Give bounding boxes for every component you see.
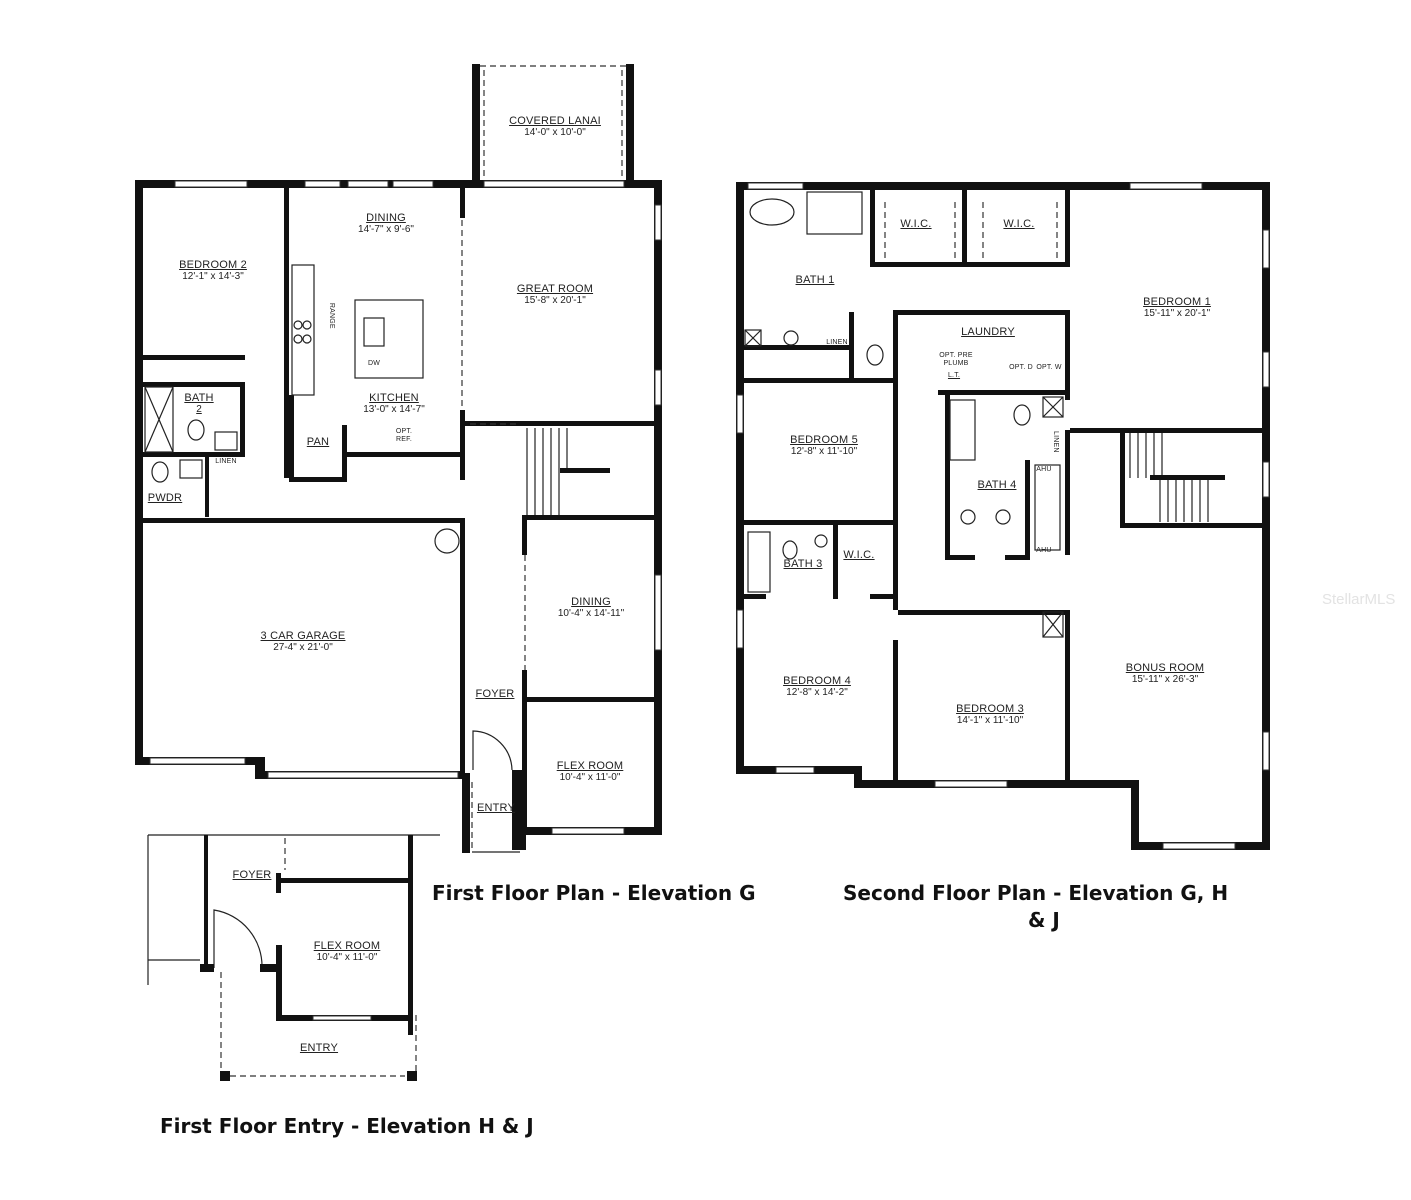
stairs-icon bbox=[1129, 433, 1225, 522]
room-label-bedroom-3: BEDROOM 3 14'-1" x 11'-10" bbox=[956, 703, 1024, 727]
room-label-bath-4: BATH 4 bbox=[977, 479, 1017, 491]
opt-pre-plumb-label: OPT. PRE PLUMB bbox=[939, 352, 973, 367]
toilet-icon bbox=[782, 540, 798, 560]
room-label-great-room: GREAT ROOM 15'-8" x 20'-1" bbox=[516, 283, 594, 307]
watermark: StellarMLS bbox=[1322, 591, 1396, 608]
counter bbox=[291, 264, 315, 396]
room-label-bath-1: BATH 1 bbox=[795, 274, 835, 286]
room-label-garage: 3 CAR GARAGE 27-4" x 21'-0" bbox=[260, 630, 346, 654]
sink-icon bbox=[814, 534, 828, 548]
room-label-covered-lanai: COVERED LANAI 14'-0" x 10'-0" bbox=[509, 115, 601, 139]
entry-alt-title: First Floor Entry - Elevation H & J bbox=[160, 1114, 534, 1138]
first-floor-plan bbox=[135, 64, 662, 853]
room-label-wic-3: W.I.C. bbox=[843, 549, 875, 561]
kitchen-island bbox=[354, 299, 424, 379]
linen-label: LINEN bbox=[826, 339, 848, 346]
room-label-wic-1: W.I.C. bbox=[900, 218, 932, 230]
front-door-icon bbox=[213, 909, 263, 969]
linen-label-2: LINEN bbox=[1051, 431, 1059, 453]
room-label-bonus-room: BONUS ROOM 15'-11" x 26'-3" bbox=[1125, 662, 1205, 686]
bathtub-icon bbox=[747, 531, 771, 593]
room-label-flex-room: FLEX ROOM 10'-4" x 11'-0" bbox=[556, 760, 624, 784]
room-label-pantry: PAN bbox=[306, 436, 330, 448]
entry-alt-plan bbox=[147, 834, 440, 1081]
sink-icon bbox=[214, 431, 238, 451]
sink-icon bbox=[363, 317, 385, 347]
water-heater-icon bbox=[434, 528, 460, 554]
ahu-unit bbox=[1034, 464, 1061, 551]
shower-icon bbox=[806, 191, 863, 235]
sink-icon bbox=[995, 509, 1011, 525]
room-label-entry-alt: ENTRY bbox=[299, 1042, 339, 1054]
linen-label: LINEN bbox=[215, 458, 237, 465]
ahu-label-2: AHU bbox=[1036, 547, 1052, 554]
laundry-tub-label: L.T. bbox=[947, 372, 961, 379]
sink-icon bbox=[179, 459, 203, 479]
room-label-dining: DINING 14'-7" x 9'-6" bbox=[358, 212, 414, 236]
second-floor-title-cont: & J bbox=[1028, 908, 1060, 932]
room-label-foyer-alt: FOYER bbox=[232, 869, 272, 881]
second-floor-title: Second Floor Plan - Elevation G, H bbox=[843, 881, 1229, 905]
room-label-bath-2: BATH 2 bbox=[184, 392, 214, 416]
room-label-wic-2: W.I.C. bbox=[1003, 218, 1035, 230]
toilet-icon bbox=[866, 344, 884, 366]
opt-dryer-label: OPT. D bbox=[1009, 364, 1033, 371]
dishwasher-label: DW bbox=[367, 360, 381, 367]
front-door-icon bbox=[472, 730, 513, 771]
room-label-kitchen: KITCHEN 13'-0" x 14'-7" bbox=[363, 392, 425, 416]
toilet-icon bbox=[151, 461, 169, 483]
room-label-bedroom-1: BEDROOM 1 15'-11" x 20'-1" bbox=[1143, 296, 1211, 320]
room-label-bedroom-4: BEDROOM 4 12'-8" x 14'-2" bbox=[783, 675, 851, 699]
room-label-dining-2: DINING 10'-4" x 14'-11" bbox=[557, 596, 625, 620]
stairs-icon bbox=[526, 428, 610, 515]
bathtub-icon bbox=[949, 399, 976, 461]
room-label-flex-room-alt: FLEX ROOM 10'-4" x 11'-0" bbox=[313, 940, 381, 964]
room-label-bedroom-2: BEDROOM 2 12'-1" x 14'-3" bbox=[179, 259, 247, 283]
ahu-label: AHU bbox=[1036, 466, 1052, 473]
sink-icon bbox=[783, 330, 799, 346]
room-label-foyer: FOYER bbox=[475, 688, 515, 700]
second-floor-plan bbox=[736, 182, 1270, 850]
room-label-powder: PWDR bbox=[147, 492, 183, 504]
toilet-icon bbox=[187, 419, 205, 441]
first-floor-title: First Floor Plan - Elevation G bbox=[432, 881, 756, 905]
sink-icon bbox=[960, 509, 976, 525]
toilet-icon bbox=[1013, 404, 1031, 426]
room-label-bedroom-5: BEDROOM 5 12'-8" x 11'-10" bbox=[790, 434, 858, 458]
opt-washer-label: OPT. W bbox=[1036, 364, 1062, 371]
room-label-bath-3: BATH 3 bbox=[783, 558, 823, 570]
opt-ref-label: OPT. REF. bbox=[395, 428, 413, 443]
range-label: RANGE bbox=[327, 302, 335, 329]
room-label-laundry: LAUNDRY bbox=[961, 326, 1015, 338]
bathtub-icon bbox=[749, 198, 795, 226]
shower-icon bbox=[144, 386, 174, 453]
room-label-entry: ENTRY bbox=[476, 802, 516, 814]
